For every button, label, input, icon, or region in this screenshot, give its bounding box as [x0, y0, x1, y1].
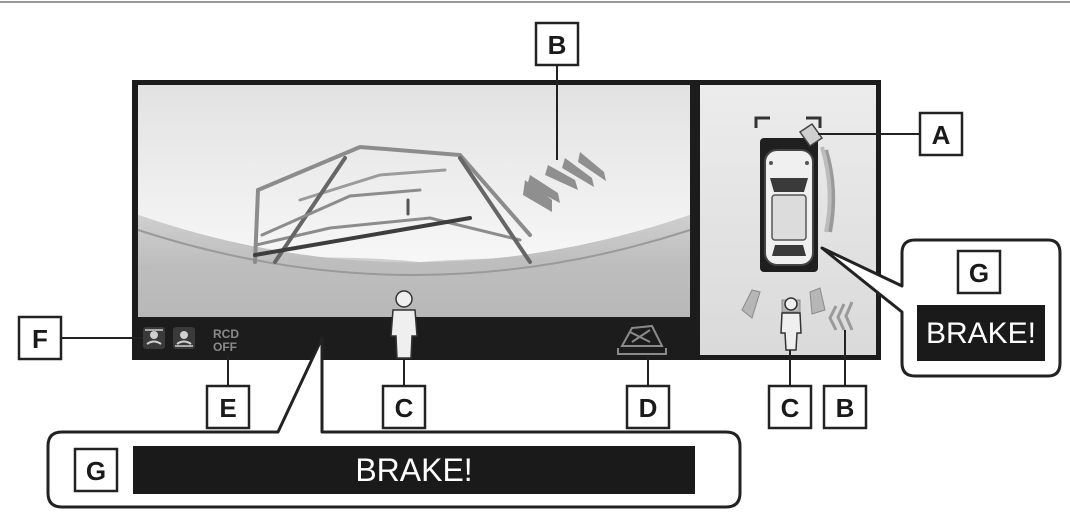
- callout-b-bottom: B: [822, 330, 868, 430]
- callout-d: D: [625, 356, 671, 430]
- rear-sensor-icon: [173, 327, 195, 349]
- side-pedestrian-icon: [780, 297, 802, 351]
- callout-c-side: C: [767, 350, 813, 430]
- callout-a: A: [818, 111, 964, 157]
- sensor-zone-arcs: [820, 146, 836, 233]
- callout-b-top: B: [534, 21, 580, 160]
- svg-text:D: D: [639, 393, 658, 423]
- brake-warning-text: BRAKE!: [926, 317, 1036, 350]
- callout-c-main: C: [381, 360, 427, 430]
- brake-warning-bar-text: BRAKE!: [355, 452, 472, 488]
- sensor-status-icons: RCD OFF: [143, 327, 239, 354]
- svg-text:C: C: [395, 393, 414, 423]
- pedestrian-icon: [390, 290, 418, 359]
- cross-traffic-chevrons-icon: [523, 152, 606, 212]
- svg-text:C: C: [781, 393, 800, 423]
- callout-g-bottom: G BRAKE!: [46, 336, 742, 509]
- svg-text:G: G: [969, 258, 989, 288]
- rcd-off-label: OFF: [213, 340, 237, 354]
- svg-text:B: B: [836, 393, 855, 423]
- svg-text:E: E: [219, 393, 236, 423]
- side-traffic-chevrons-icon: [828, 301, 854, 331]
- rear-camera-view: [132, 80, 695, 360]
- parking-guide-lines: [253, 144, 532, 264]
- svg-text:F: F: [32, 324, 48, 354]
- brake-warning-bar: [133, 446, 695, 494]
- svg-text:B: B: [548, 30, 567, 60]
- svg-text:G: G: [86, 456, 106, 486]
- callout-f: F: [17, 315, 143, 361]
- obstacle-marker-icon: [798, 122, 824, 148]
- vehicle-top-view-icon: [760, 138, 818, 272]
- camera-view-icon: [617, 324, 667, 355]
- front-corner-brackets: [754, 116, 822, 128]
- front-sensor-icon: [143, 327, 165, 349]
- svg-text:A: A: [932, 120, 951, 150]
- callout-g-right: G BRAKE!: [820, 238, 1062, 378]
- callout-e: E: [205, 355, 251, 430]
- rcd-label: RCD: [213, 327, 239, 341]
- brake-warning-panel: [917, 305, 1045, 361]
